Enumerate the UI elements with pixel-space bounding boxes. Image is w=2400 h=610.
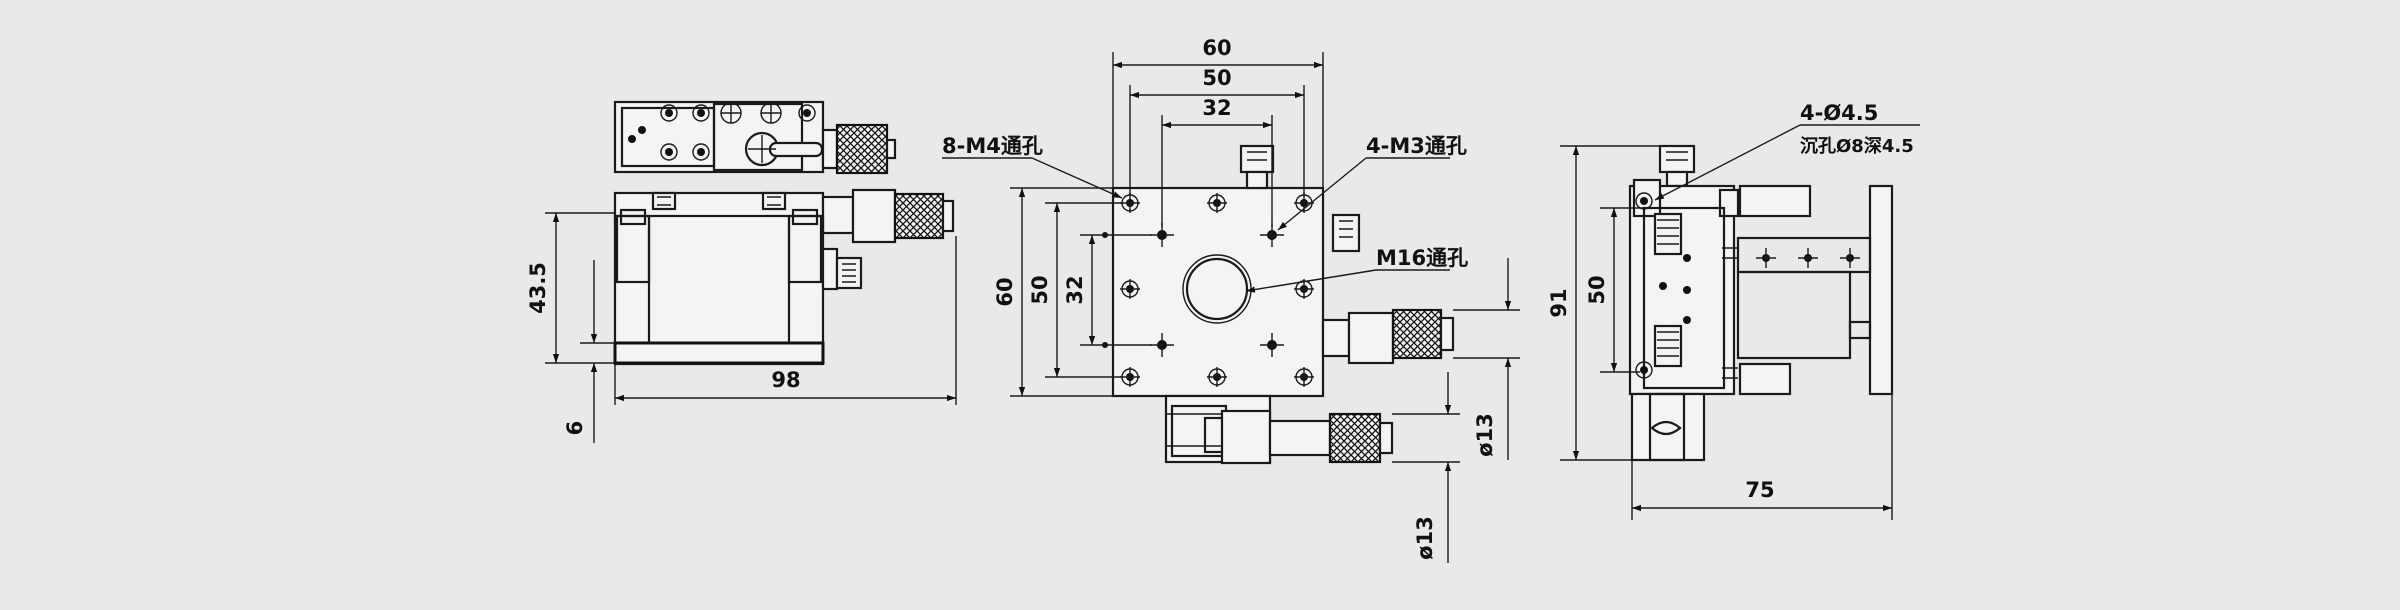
callout-text: 4-M3通孔 <box>1366 134 1467 158</box>
dim-label: 91 <box>1547 288 1571 317</box>
side-holes <box>1635 192 1860 379</box>
callout-text: 4-Ø4.5 <box>1800 101 1878 125</box>
callout-counterbore: 4-Ø4.5 沉孔Ø8深4.5 <box>1654 101 1920 201</box>
dim-label: 50 <box>1202 66 1231 90</box>
dim-rod-right: ø13 <box>1453 258 1520 460</box>
side-view: 91 50 75 4-Ø4.5 沉孔Ø8深4.5 <box>1547 101 1920 520</box>
dim-label: 60 <box>993 277 1017 306</box>
dim-label: 75 <box>1745 478 1774 502</box>
dim-label: 32 <box>1202 96 1231 120</box>
front-view: 43.5 6 98 <box>526 100 957 443</box>
dim-base-front: 6 <box>563 260 615 443</box>
callout-text: 8-M4通孔 <box>942 134 1043 158</box>
screw-holes <box>628 102 816 161</box>
callout-text: 沉孔Ø8深4.5 <box>1800 135 1914 157</box>
dim-width-side: 75 <box>1631 394 1893 520</box>
dim-label: ø13 <box>1413 516 1437 560</box>
dim-label: 50 <box>1028 275 1052 304</box>
dim-label: ø13 <box>1473 413 1497 457</box>
dim-label: 60 <box>1202 36 1231 60</box>
callout-m3: 4-M3通孔 <box>1277 134 1467 231</box>
callout-m16: M16通孔 <box>1245 246 1468 293</box>
dim-horizontal-top: 60 50 32 <box>1112 36 1324 227</box>
dim-vertical-top: 60 50 32 <box>993 187 1152 397</box>
callout-text: M16通孔 <box>1376 246 1468 270</box>
dim-inner-side: 50 <box>1585 207 1644 373</box>
dim-width-front: 98 <box>614 236 957 405</box>
dim-height-side: 91 <box>1547 145 1660 461</box>
dim-label: 6 <box>563 421 587 436</box>
dim-label: 50 <box>1585 275 1609 304</box>
dim-label: 32 <box>1063 275 1087 304</box>
dim-label: 98 <box>771 368 800 392</box>
top-view: 60 50 32 60 50 32 ø13 <box>942 36 1520 563</box>
dim-label: 43.5 <box>526 262 550 314</box>
callout-m4: 8-M4通孔 <box>942 134 1123 199</box>
dim-rod-bottom: ø13 <box>1392 372 1460 563</box>
mount-holes <box>1102 193 1314 387</box>
dim-height-front: 43.5 <box>526 212 615 364</box>
